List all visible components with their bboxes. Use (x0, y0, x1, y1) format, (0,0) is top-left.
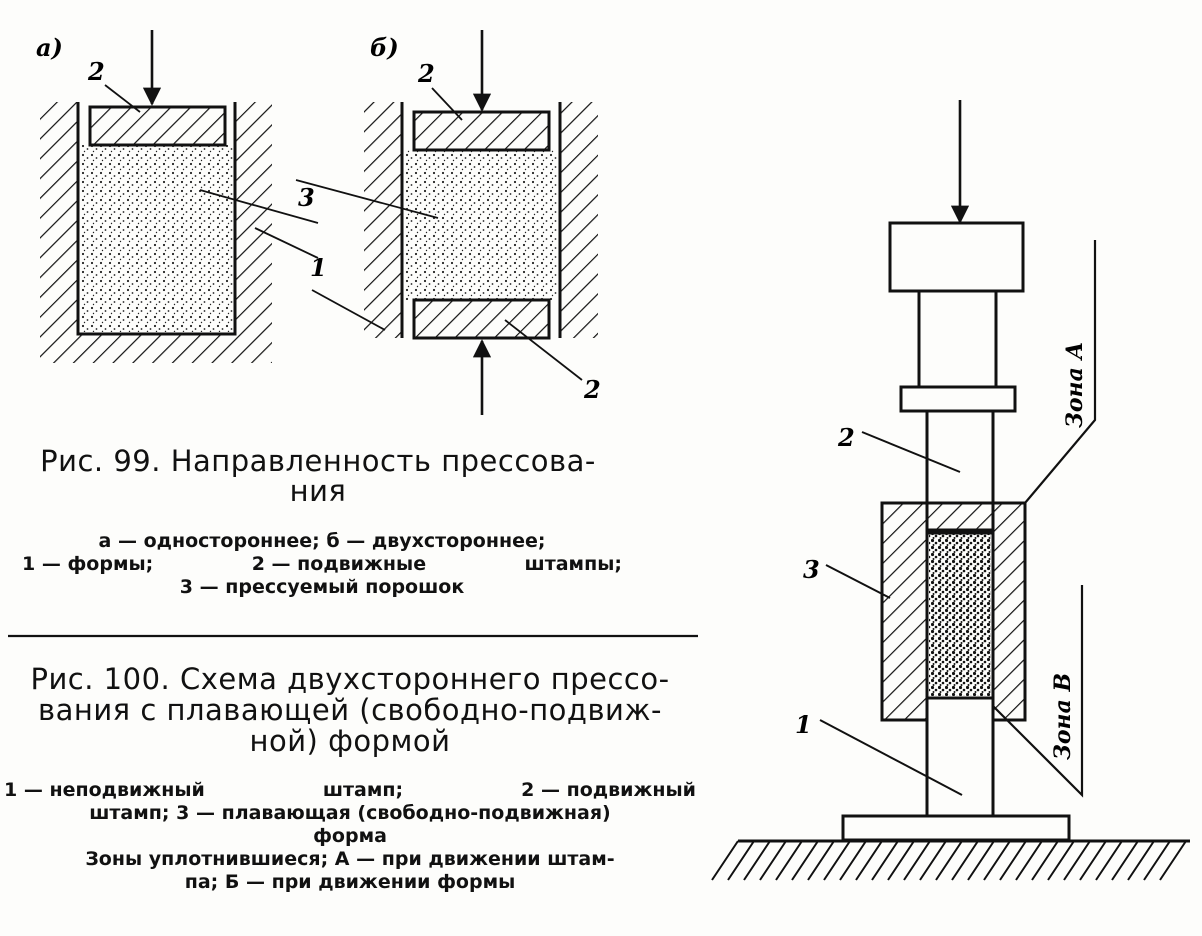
leader-upper-punch (861, 431, 961, 473)
fig100-legend-line4: Зоны уплотнившиеся; А — при движении шта… (85, 848, 615, 870)
fig99-caption-line1: Рис. 99. Направленность прессова- (40, 444, 596, 478)
fig99-legend-line2: 1 — формы; 2 — подвижные штампы; (22, 553, 622, 576)
leader-floating-die (825, 564, 891, 599)
legend-item-punches-word: штампы; (524, 553, 622, 575)
label-floating-die: 3 (803, 555, 820, 584)
fig100-legend-line5: па; Б — при движении формы (184, 871, 516, 893)
leader-die-b (311, 289, 386, 331)
legend-item-movable-punch: 2 — подвижный (521, 779, 696, 801)
powder (404, 150, 558, 300)
label-lower-punch: 1 (795, 710, 812, 739)
die-body (40, 102, 272, 363)
fig100-legend-line3: форма (313, 825, 387, 847)
zone-a-label: Зона А (1062, 342, 1088, 428)
part-b-label: б) (370, 33, 399, 62)
fig99-part-b: б) 2 2 (364, 30, 601, 415)
label-powder: 3 (298, 183, 315, 212)
compacted-powder (929, 533, 991, 696)
leader-punch-b-lower (504, 319, 583, 381)
fig99-caption-line2: ния (289, 474, 347, 508)
powder (80, 145, 233, 332)
fig99-legend-line3: 3 — прессуемый порошок (179, 576, 465, 598)
label-punch-a: 2 (87, 57, 105, 86)
leader-powder-a (199, 189, 319, 224)
upper-punch-rod (917, 289, 998, 389)
fig100-legend-line1: 1 — неподвижный штамп; 2 — подвижный (4, 779, 696, 802)
legend-item-punches: 2 — подвижные (251, 553, 427, 575)
fig100-legend: 1 — неподвижный штамп; 2 — подвижный шта… (4, 779, 696, 894)
legend-item-punch-word: штамп; (322, 779, 404, 801)
punch-collar (899, 385, 1017, 413)
leader-punch-a (104, 84, 141, 113)
fig100-caption-line2: вания с плавающей (свободно-подвиж- (38, 693, 662, 727)
leader-lower-punch (819, 719, 963, 796)
lower-punch-stem (925, 696, 995, 818)
zone-a-leader (1024, 240, 1097, 504)
fig100-caption-line1: Рис. 100. Схема двухстороннего прессо- (30, 662, 670, 696)
base-plate (841, 814, 1071, 842)
fig99-legend: а — одностороннее; б — двухстороннее; 1 … (22, 530, 622, 599)
punch (88, 105, 227, 147)
punch-head (888, 221, 1025, 293)
legend-item-fixed-punch: 1 — неподвижный (4, 779, 205, 801)
zone-b-leader (992, 585, 1084, 798)
fig99-shared-leaders: 3 1 (199, 179, 439, 331)
leader-punch-b-upper (431, 87, 463, 121)
lower-punch (412, 298, 551, 340)
zone-b-label: Зона В (1050, 673, 1076, 760)
fig100-press: 2 3 1 Зона А Зона В (711, 100, 1190, 881)
fig100-caption: Рис. 100. Схема двухстороннего прессо- в… (4, 664, 696, 757)
part-a-label: а) (36, 33, 63, 62)
leader-powder-b (295, 179, 439, 219)
fig99-caption: Рис. 99. Направленность прессова- ния (18, 446, 618, 506)
ground-hatching (711, 840, 1187, 881)
label-punch-b-upper: 2 (417, 59, 435, 88)
die-cavity-outline (76, 102, 237, 336)
die-left-wall (364, 102, 402, 338)
die-right-wall (560, 102, 598, 338)
fig99-legend-line1: а — одностороннее; б — двухстороннее; (98, 530, 546, 552)
fig99-part-a: а) 2 (36, 30, 272, 363)
leader-die-a (254, 227, 319, 259)
upper-punch (412, 110, 551, 152)
label-upper-punch: 2 (837, 423, 855, 452)
legend-item-die: 1 — формы; (22, 553, 154, 575)
fig100-caption-line3: ной) формой (249, 724, 451, 758)
label-punch-b-lower: 2 (583, 375, 601, 404)
label-die: 1 (310, 253, 327, 282)
fig100-legend-line2: штамп; 3 — плавающая (свободно-подвижная… (89, 802, 611, 824)
